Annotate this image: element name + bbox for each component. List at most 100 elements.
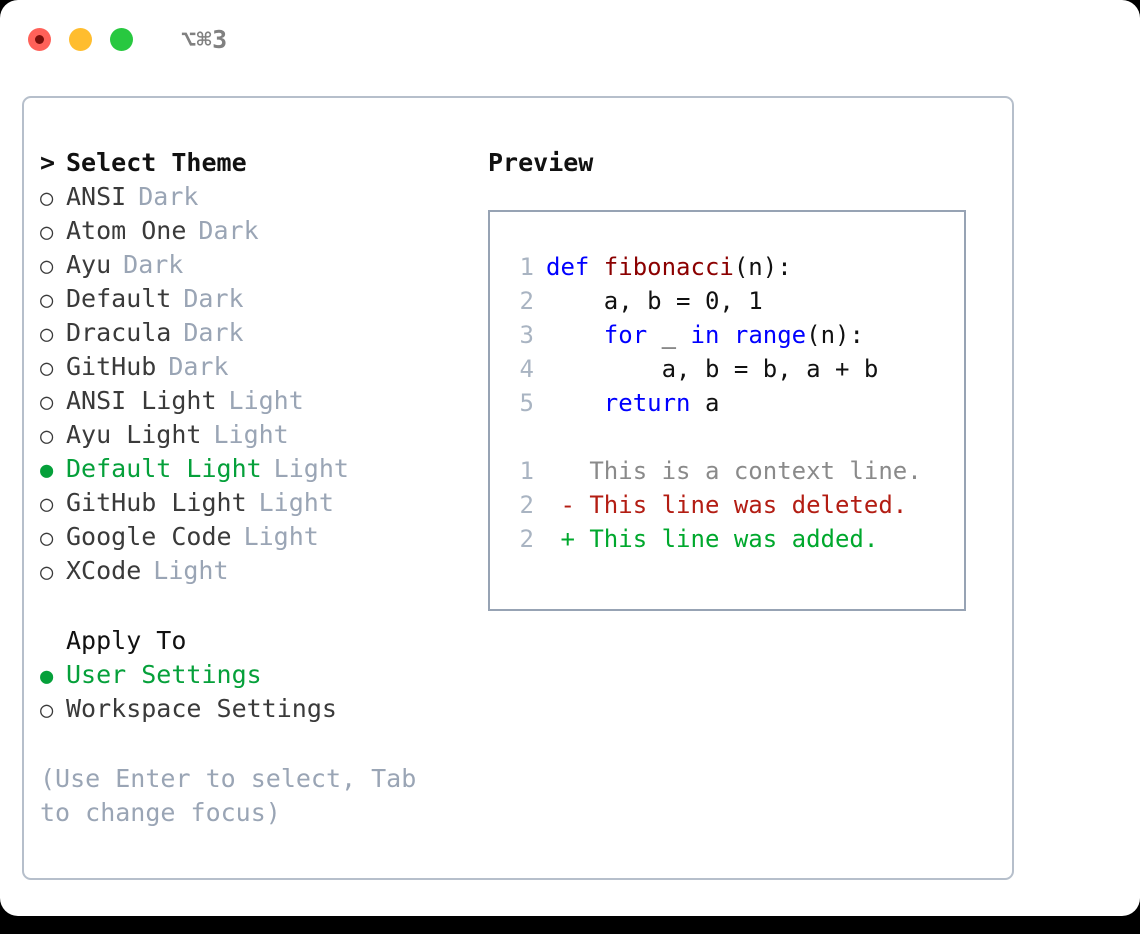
code-line: 5 return a [508, 386, 964, 420]
radio-unselected-icon: ○ [40, 356, 54, 381]
diff-line-ctx: 1 This is a context line. [508, 454, 964, 488]
theme-option-xcode[interactable]: ○ XCode Light [40, 554, 488, 588]
code-token: a, b = b, a + b [546, 355, 879, 383]
keyboard-shortcut-label: ⌥⌘3 [181, 24, 228, 54]
radio-unselected-icon: ○ [40, 526, 54, 551]
theme-option-category: Light [258, 488, 334, 517]
diff-line-number: 1 [519, 457, 534, 485]
code-line-number: 3 [519, 321, 534, 349]
theme-option-category: Light [273, 454, 349, 483]
code-token: (n): [733, 253, 792, 281]
caret-icon: > [40, 148, 56, 177]
code-token: return [603, 389, 691, 417]
code-token: a [690, 389, 720, 417]
theme-option-default[interactable]: ○ Default Dark [40, 282, 488, 316]
theme-option-category: Light [153, 556, 229, 585]
theme-option-atom-one[interactable]: ○ Atom One Dark [40, 214, 488, 248]
radio-unselected-icon: ○ [40, 560, 54, 585]
code-token [546, 321, 604, 349]
radio-unselected-icon: ○ [40, 424, 54, 449]
theme-option-category: Dark [138, 182, 199, 211]
theme-option-category: Light [213, 420, 289, 449]
diff-line-text: + This line was added. [546, 525, 879, 553]
diff-line-del: 2 - This line was deleted. [508, 488, 964, 522]
code-line: 2 a, b = 0, 1 [508, 284, 964, 318]
theme-option-label: Ayu Light [66, 420, 202, 449]
close-button[interactable] [28, 27, 51, 51]
apply-to-list: ● User Settings ○ Workspace Settings [40, 658, 488, 726]
diff-line-text: This is a context line. [546, 457, 922, 485]
code-token [719, 321, 733, 349]
apply-to-option-label: User Settings [66, 660, 262, 689]
code-token: in [690, 321, 720, 349]
radio-unselected-icon: ○ [40, 390, 54, 415]
title-bar: ⌥⌘3 [0, 0, 1140, 78]
theme-option-category: Light [243, 522, 319, 551]
theme-option-label: Default [66, 284, 172, 313]
radio-unselected-icon: ○ [40, 220, 54, 245]
theme-option-category: Dark [183, 318, 244, 347]
theme-option-label: Google Code [66, 522, 232, 551]
code-token: def [546, 253, 604, 281]
theme-option-label: GitHub Light [66, 488, 247, 517]
code-token: range [733, 321, 807, 349]
theme-option-label: Dracula [66, 318, 172, 347]
theme-option-label: Ayu [66, 250, 112, 279]
theme-option-label: Default Light [66, 454, 262, 483]
select-theme-heading-label: Select Theme [66, 148, 247, 177]
diff-line-add: 2 + This line was added. [508, 522, 964, 556]
code-line: 3 for _ in range(n): [508, 318, 964, 352]
code-line-number: 4 [519, 355, 534, 383]
code-token: for [603, 321, 648, 349]
diff-line-number: 2 [519, 491, 534, 519]
theme-option-category: Dark [198, 216, 259, 245]
theme-option-google-code[interactable]: ○ Google Code Light [40, 520, 488, 554]
apply-to-option-workspace-settings[interactable]: ○ Workspace Settings [40, 692, 488, 726]
theme-option-label: ANSI Light [66, 386, 217, 415]
code-token: fibonacci [603, 253, 734, 281]
theme-option-label: Atom One [66, 216, 187, 245]
theme-option-github-light[interactable]: ○ GitHub Light Light [40, 486, 488, 520]
minimize-button[interactable] [69, 27, 92, 51]
apply-to-option-user-settings[interactable]: ● User Settings [40, 658, 488, 692]
code-line-number: 5 [519, 389, 534, 417]
code-diff-spacer [508, 420, 964, 454]
code-token: (n): [806, 321, 864, 349]
theme-option-category: Dark [183, 284, 244, 313]
radio-unselected-icon: ○ [40, 492, 54, 517]
code-line: 4 a, b = b, a + b [508, 352, 964, 386]
list-spacer [40, 588, 488, 624]
radio-unselected-icon: ○ [40, 288, 54, 313]
radio-unselected-icon: ○ [40, 698, 54, 723]
code-token [546, 389, 604, 417]
theme-option-label: XCode [66, 556, 142, 585]
theme-option-label: GitHub [66, 352, 157, 381]
radio-unselected-icon: ○ [40, 254, 54, 279]
diff-line-text: - This line was deleted. [546, 491, 908, 519]
maximize-button[interactable] [110, 27, 133, 51]
select-theme-heading: > Select Theme [40, 146, 488, 180]
theme-option-category: Dark [123, 250, 184, 279]
apply-to-heading: Apply To [66, 626, 187, 655]
theme-option-ayu-light[interactable]: ○ Ayu Light Light [40, 418, 488, 452]
radio-selected-icon: ● [40, 664, 54, 689]
code-token: _ [647, 321, 691, 349]
code-line-number: 1 [519, 253, 534, 281]
code-line-number: 2 [519, 287, 534, 315]
preview-title: Preview [488, 148, 594, 177]
apply-to-option-label: Workspace Settings [66, 694, 337, 723]
diff-line-number: 2 [519, 525, 534, 553]
window-controls [28, 27, 133, 51]
theme-option-ayu[interactable]: ○ Ayu Dark [40, 248, 488, 282]
